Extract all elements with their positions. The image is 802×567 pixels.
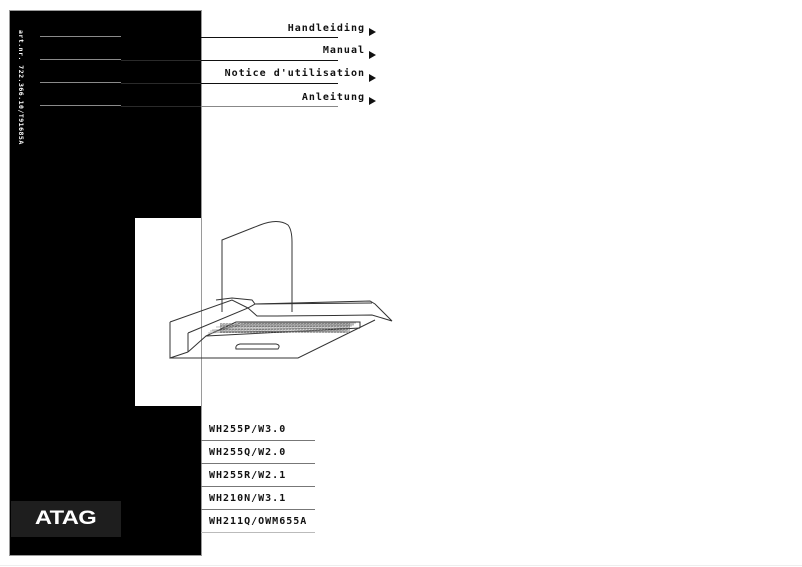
illustration-cutout	[135, 218, 201, 406]
model-item: WH211Q/OWM655A	[209, 516, 308, 527]
panel-rule	[40, 59, 121, 60]
play-arrow-icon	[369, 28, 376, 36]
language-label: Anleitung	[301, 92, 365, 103]
panel-rule	[40, 36, 121, 37]
panel-rule-dark	[121, 106, 201, 107]
play-arrow-icon	[369, 97, 376, 105]
language-rule	[201, 83, 338, 84]
play-arrow-icon	[369, 51, 376, 59]
panel-rule-dark	[121, 60, 201, 61]
language-rule	[201, 106, 338, 107]
language-rule	[201, 60, 338, 61]
page-divider	[0, 565, 802, 566]
model-item: WH210N/W3.1	[209, 493, 287, 504]
brand-name: ATAG	[35, 508, 97, 529]
panel-rule	[40, 105, 121, 106]
model-rule	[201, 532, 315, 533]
model-item: WH255R/W2.1	[209, 470, 287, 481]
atag-logo: ATAG	[11, 501, 121, 537]
language-label: Manual	[322, 45, 365, 56]
model-rule	[201, 440, 315, 441]
play-arrow-icon	[369, 74, 376, 82]
model-rule	[201, 486, 315, 487]
panel-rule-dark	[121, 83, 201, 84]
language-label: Notice d'utilisation	[224, 68, 365, 79]
model-rule	[201, 463, 315, 464]
model-item: WH255P/W3.0	[209, 424, 287, 435]
panel-rule	[40, 82, 121, 83]
article-number-text: art.nr. 722.366.10/T91685A	[17, 30, 25, 145]
cooker-hood-illustration	[169, 221, 393, 359]
model-rule	[201, 509, 315, 510]
article-number: art.nr. 722.366.10/T91685A	[13, 30, 25, 145]
language-rule	[201, 37, 338, 38]
language-label: Handleiding	[287, 23, 365, 34]
model-item: WH255Q/W2.0	[209, 447, 287, 458]
